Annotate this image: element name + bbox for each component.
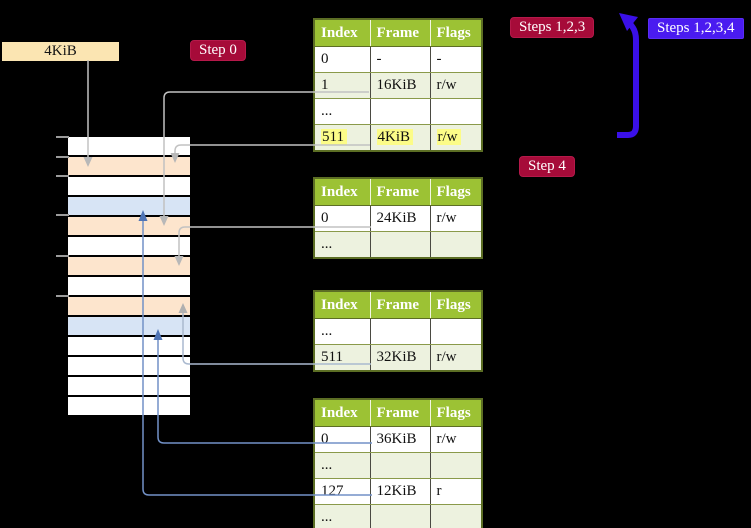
memory-row-white (68, 277, 190, 297)
cell-frame (370, 231, 431, 258)
badge-steps-123: Steps 1,2,3 (510, 17, 595, 38)
arrowhead-upleft-icon (619, 13, 638, 31)
cell-frame: 24KiB (370, 205, 431, 232)
address-tick (56, 295, 69, 297)
cell-index: 511 (314, 344, 371, 371)
table-row: ... (314, 231, 482, 258)
physical-memory-column (68, 137, 190, 415)
memory-row-white (68, 397, 190, 415)
table-header-row: Index Frame Flags (314, 19, 482, 47)
highlight: 4KiB (376, 129, 414, 145)
table-row: ... (314, 452, 482, 479)
highlight: 511 (321, 129, 347, 145)
table-row: 0 - - (314, 46, 482, 73)
column-header: Flags (430, 291, 482, 319)
memory-row-orange (68, 257, 190, 277)
table-row: 0 36KiB r/w (314, 426, 482, 453)
memory-row-blue (68, 197, 190, 217)
memory-row-blue (68, 317, 190, 337)
cell-flags (430, 452, 482, 479)
memory-row-white (68, 237, 190, 257)
memory-row-white (68, 357, 190, 377)
cell-flags: r (430, 478, 482, 505)
cell-index: 0 (314, 426, 371, 453)
page-table-level3: Index Frame Flags 0 24KiB r/w ... (313, 177, 483, 259)
table-row: 127 12KiB r (314, 478, 482, 505)
column-header: Index (314, 178, 371, 206)
column-header: Index (314, 19, 371, 47)
column-header: Flags (430, 399, 482, 427)
cell-index: ... (314, 504, 371, 528)
address-tick (56, 175, 69, 177)
column-header: Frame (370, 19, 431, 47)
cell-frame: 36KiB (370, 426, 431, 453)
memory-row-orange (68, 217, 190, 237)
table-header-row: Index Frame Flags (314, 399, 482, 427)
cell-index: 511 (314, 124, 371, 151)
cell-frame (370, 504, 431, 528)
steps-loop-arrow (617, 20, 639, 138)
table-row-highlighted: 511 4KiB r/w (314, 124, 482, 151)
highlight: r/w (436, 129, 461, 145)
memory-row-white (68, 337, 190, 357)
cell-flags (430, 504, 482, 528)
table-header-row: Index Frame Flags (314, 178, 482, 206)
cell-frame: - (370, 46, 431, 73)
column-header: Flags (430, 178, 482, 206)
cell-flags: r/w (430, 72, 482, 99)
page-size-label: 4KiB (2, 42, 119, 61)
page-table-level1: Index Frame Flags 0 36KiB r/w ... 127 12… (313, 398, 483, 528)
memory-row-white (68, 177, 190, 197)
page-table-level2: Index Frame Flags ... 511 32KiB r/w (313, 290, 483, 372)
address-tick (56, 214, 69, 216)
cell-flags: r/w (430, 205, 482, 232)
badge-steps-1234: Steps 1,2,3,4 (648, 18, 744, 39)
column-header: Index (314, 291, 371, 319)
cell-flags (430, 231, 482, 258)
address-tick (56, 156, 69, 158)
cell-flags (430, 318, 482, 345)
cell-index: 127 (314, 478, 371, 505)
cell-frame: 4KiB (370, 124, 431, 151)
table-row: 511 32KiB r/w (314, 344, 482, 371)
address-tick (56, 136, 69, 138)
cell-index: ... (314, 231, 371, 258)
memory-row-white (68, 137, 190, 157)
cell-frame (370, 318, 431, 345)
cell-flags: r/w (430, 124, 482, 151)
column-header: Frame (370, 399, 431, 427)
table-row: 1 16KiB r/w (314, 72, 482, 99)
cell-flags: r/w (430, 344, 482, 371)
cell-frame (370, 98, 431, 125)
cell-index: ... (314, 452, 371, 479)
cell-flags (430, 98, 482, 125)
page-table-level4: Index Frame Flags 0 - - 1 16KiB r/w ... … (313, 18, 483, 152)
cell-flags: - (430, 46, 482, 73)
cell-frame: 16KiB (370, 72, 431, 99)
column-header: Flags (430, 19, 482, 47)
cell-index: 1 (314, 72, 371, 99)
cell-index: ... (314, 318, 371, 345)
table-header-row: Index Frame Flags (314, 291, 482, 319)
memory-row-orange (68, 157, 190, 177)
cell-index: 0 (314, 46, 371, 73)
memory-row-white (68, 377, 190, 397)
cell-frame (370, 452, 431, 479)
cell-frame: 12KiB (370, 478, 431, 505)
cell-index: ... (314, 98, 371, 125)
address-tick (56, 255, 69, 257)
table-row: ... (314, 504, 482, 528)
badge-step-4: Step 4 (519, 156, 575, 177)
column-header: Frame (370, 178, 431, 206)
cell-flags: r/w (430, 426, 482, 453)
column-header: Frame (370, 291, 431, 319)
badge-step-0: Step 0 (190, 40, 246, 61)
column-header: Index (314, 399, 371, 427)
cell-index: 0 (314, 205, 371, 232)
table-row: 0 24KiB r/w (314, 205, 482, 232)
cell-frame: 32KiB (370, 344, 431, 371)
memory-row-orange (68, 297, 190, 317)
table-row: ... (314, 98, 482, 125)
table-row: ... (314, 318, 482, 345)
